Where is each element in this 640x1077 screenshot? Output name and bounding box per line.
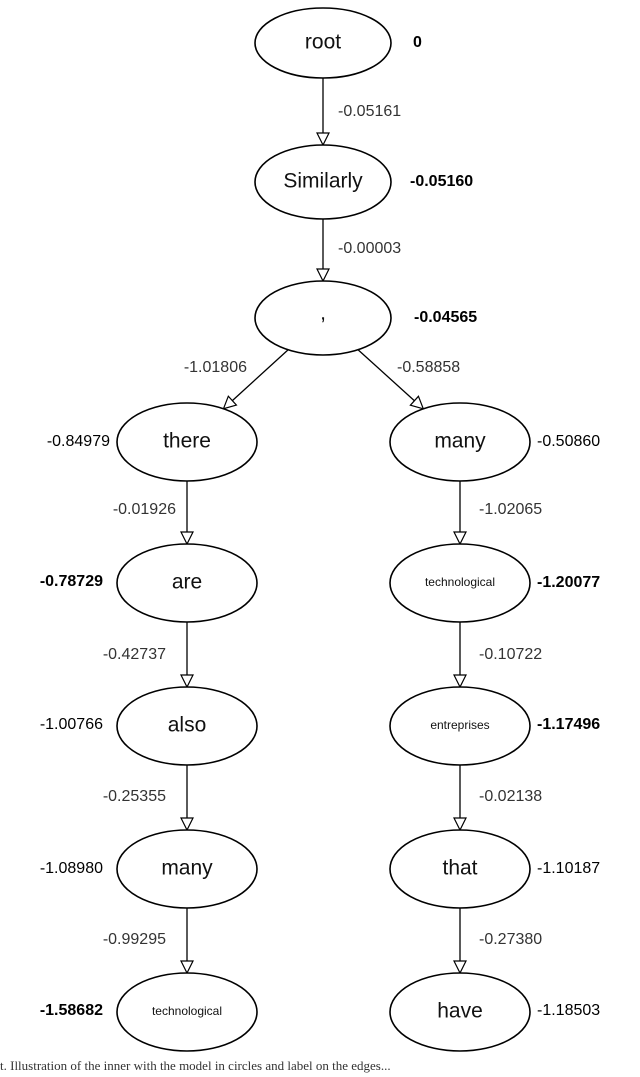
node-similarly: Similarly -0.05160 [254,144,473,220]
node-score-label: -1.18503 [537,1002,600,1019]
node-word-label: root [305,31,341,54]
arrowhead [453,674,467,689]
edge-entreprises-that: -0.02138 [453,765,542,832]
edge-root-similarly: -0.05161 [316,78,401,147]
node-score-label: -0.05160 [410,173,473,190]
node-score-label: -1.17496 [537,716,600,733]
node-root: root 0 [254,7,422,79]
node-ellipse [254,280,392,356]
node-word-label: also [168,714,207,737]
node-score-label: -0.04565 [414,309,477,326]
node-word-label: technological [425,575,495,589]
edge-comma-many_right: -0.58858 [357,349,460,410]
node-word-label: many [161,857,213,880]
edge-score-label: -0.02138 [479,788,542,805]
node-score-label: -1.00766 [40,716,103,733]
edge-score-label: -0.27380 [479,931,542,948]
edges-layer: -0.05161 -0.00003 -1.01806 -0.58858 -0.01926… [103,78,542,975]
node-are: are -0.78729 [40,543,258,623]
edge-comma-there: -1.01806 [184,349,289,410]
edge-there-are: -0.01926 [113,481,194,546]
node-also: also -1.00766 [40,686,258,766]
node-word-label: technological [152,1004,222,1018]
arrowhead [453,960,467,975]
node-ellipse [389,402,531,482]
node-word-label: , [320,302,326,325]
arrowhead [316,132,330,147]
node-ellipse [254,7,392,79]
node-score-label: -0.84979 [47,433,110,450]
node-ellipse [116,402,258,482]
node-score-label: -1.10187 [537,860,600,877]
edge-many_right-technological_right: -1.02065 [453,481,542,546]
arrowhead [180,531,194,546]
edge-also-many_left: -0.25355 [103,765,194,832]
edge-score-label: -1.01806 [184,359,247,376]
node-have: have -1.18503 [389,972,600,1052]
node-ellipse [389,829,531,909]
node-technological_left: technological -1.58682 [40,972,258,1052]
node-score-label: -0.78729 [40,573,103,590]
edge-score-label: -0.05161 [338,103,401,120]
edge-similarly-comma: -0.00003 [316,219,401,283]
node-ellipse [116,543,258,623]
node-ellipse [254,144,392,220]
node-many_right: many -0.50860 [389,402,600,482]
node-word-label: Similarly [283,170,363,193]
edge-score-label: -0.00003 [338,240,401,257]
arrowhead [409,395,425,410]
node-word-label: that [442,857,477,880]
node-score-label: -1.08980 [40,860,103,877]
node-comma: , -0.04565 [254,280,477,356]
node-ellipse [389,972,531,1052]
edge-line [231,349,289,402]
node-ellipse [116,686,258,766]
arrowhead [222,395,238,410]
edge-that-have: -0.27380 [453,908,542,975]
edge-score-label: -0.58858 [397,359,460,376]
node-score-label: -1.20077 [537,574,600,591]
edge-technological_right-entreprises: -0.10722 [453,622,542,689]
edge-score-label: -0.42737 [103,646,166,663]
node-score-label: 0 [413,34,422,51]
edge-score-label: -0.25355 [103,788,166,805]
node-word-label: entreprises [430,718,489,732]
node-ellipse [389,686,531,766]
node-ellipse [116,972,258,1052]
edge-score-label: -0.01926 [113,501,176,518]
arrowhead [180,674,194,689]
edge-many_left-technological_left: -0.99295 [103,908,194,975]
node-technological_right: technological -1.20077 [389,543,600,623]
edge-score-label: -0.10722 [479,646,542,663]
node-score-label: -1.58682 [40,1002,103,1019]
node-many_left: many -1.08980 [40,829,258,909]
edge-score-label: -0.99295 [103,931,166,948]
arrowhead [180,960,194,975]
node-word-label: there [163,430,211,453]
edge-are-also: -0.42737 [103,622,194,689]
node-ellipse [389,543,531,623]
node-that: that -1.10187 [389,829,600,909]
node-ellipse [116,829,258,909]
figure-caption: t. Illustration of the inner with the mo… [0,1058,391,1073]
arrowhead [453,531,467,546]
arrowhead [453,817,467,832]
arrowhead [316,268,330,283]
node-word-label: have [437,1000,483,1023]
node-entreprises: entreprises -1.17496 [389,686,600,766]
node-word-label: are [172,571,202,594]
edge-line [357,349,415,402]
arrowhead [180,817,194,832]
node-score-label: -0.50860 [537,433,600,450]
edge-score-label: -1.02065 [479,501,542,518]
node-word-label: many [434,430,486,453]
node-there: there -0.84979 [47,402,258,482]
